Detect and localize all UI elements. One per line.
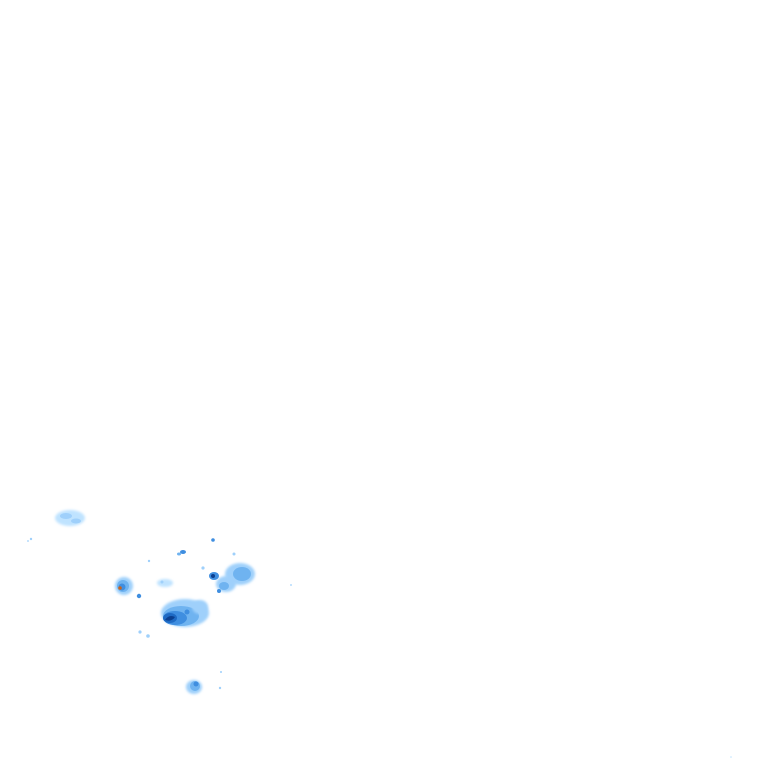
echo-cell-west-intense — [115, 577, 142, 599]
echo-cell-south-main — [161, 599, 209, 627]
echo-cell-northwest — [27, 510, 85, 542]
echo-cell-central-east — [209, 563, 255, 593]
echo-speck-southeast — [730, 756, 732, 758]
echo-cell-south-isolated — [186, 680, 202, 694]
echo-scattered-small — [138, 538, 292, 690]
